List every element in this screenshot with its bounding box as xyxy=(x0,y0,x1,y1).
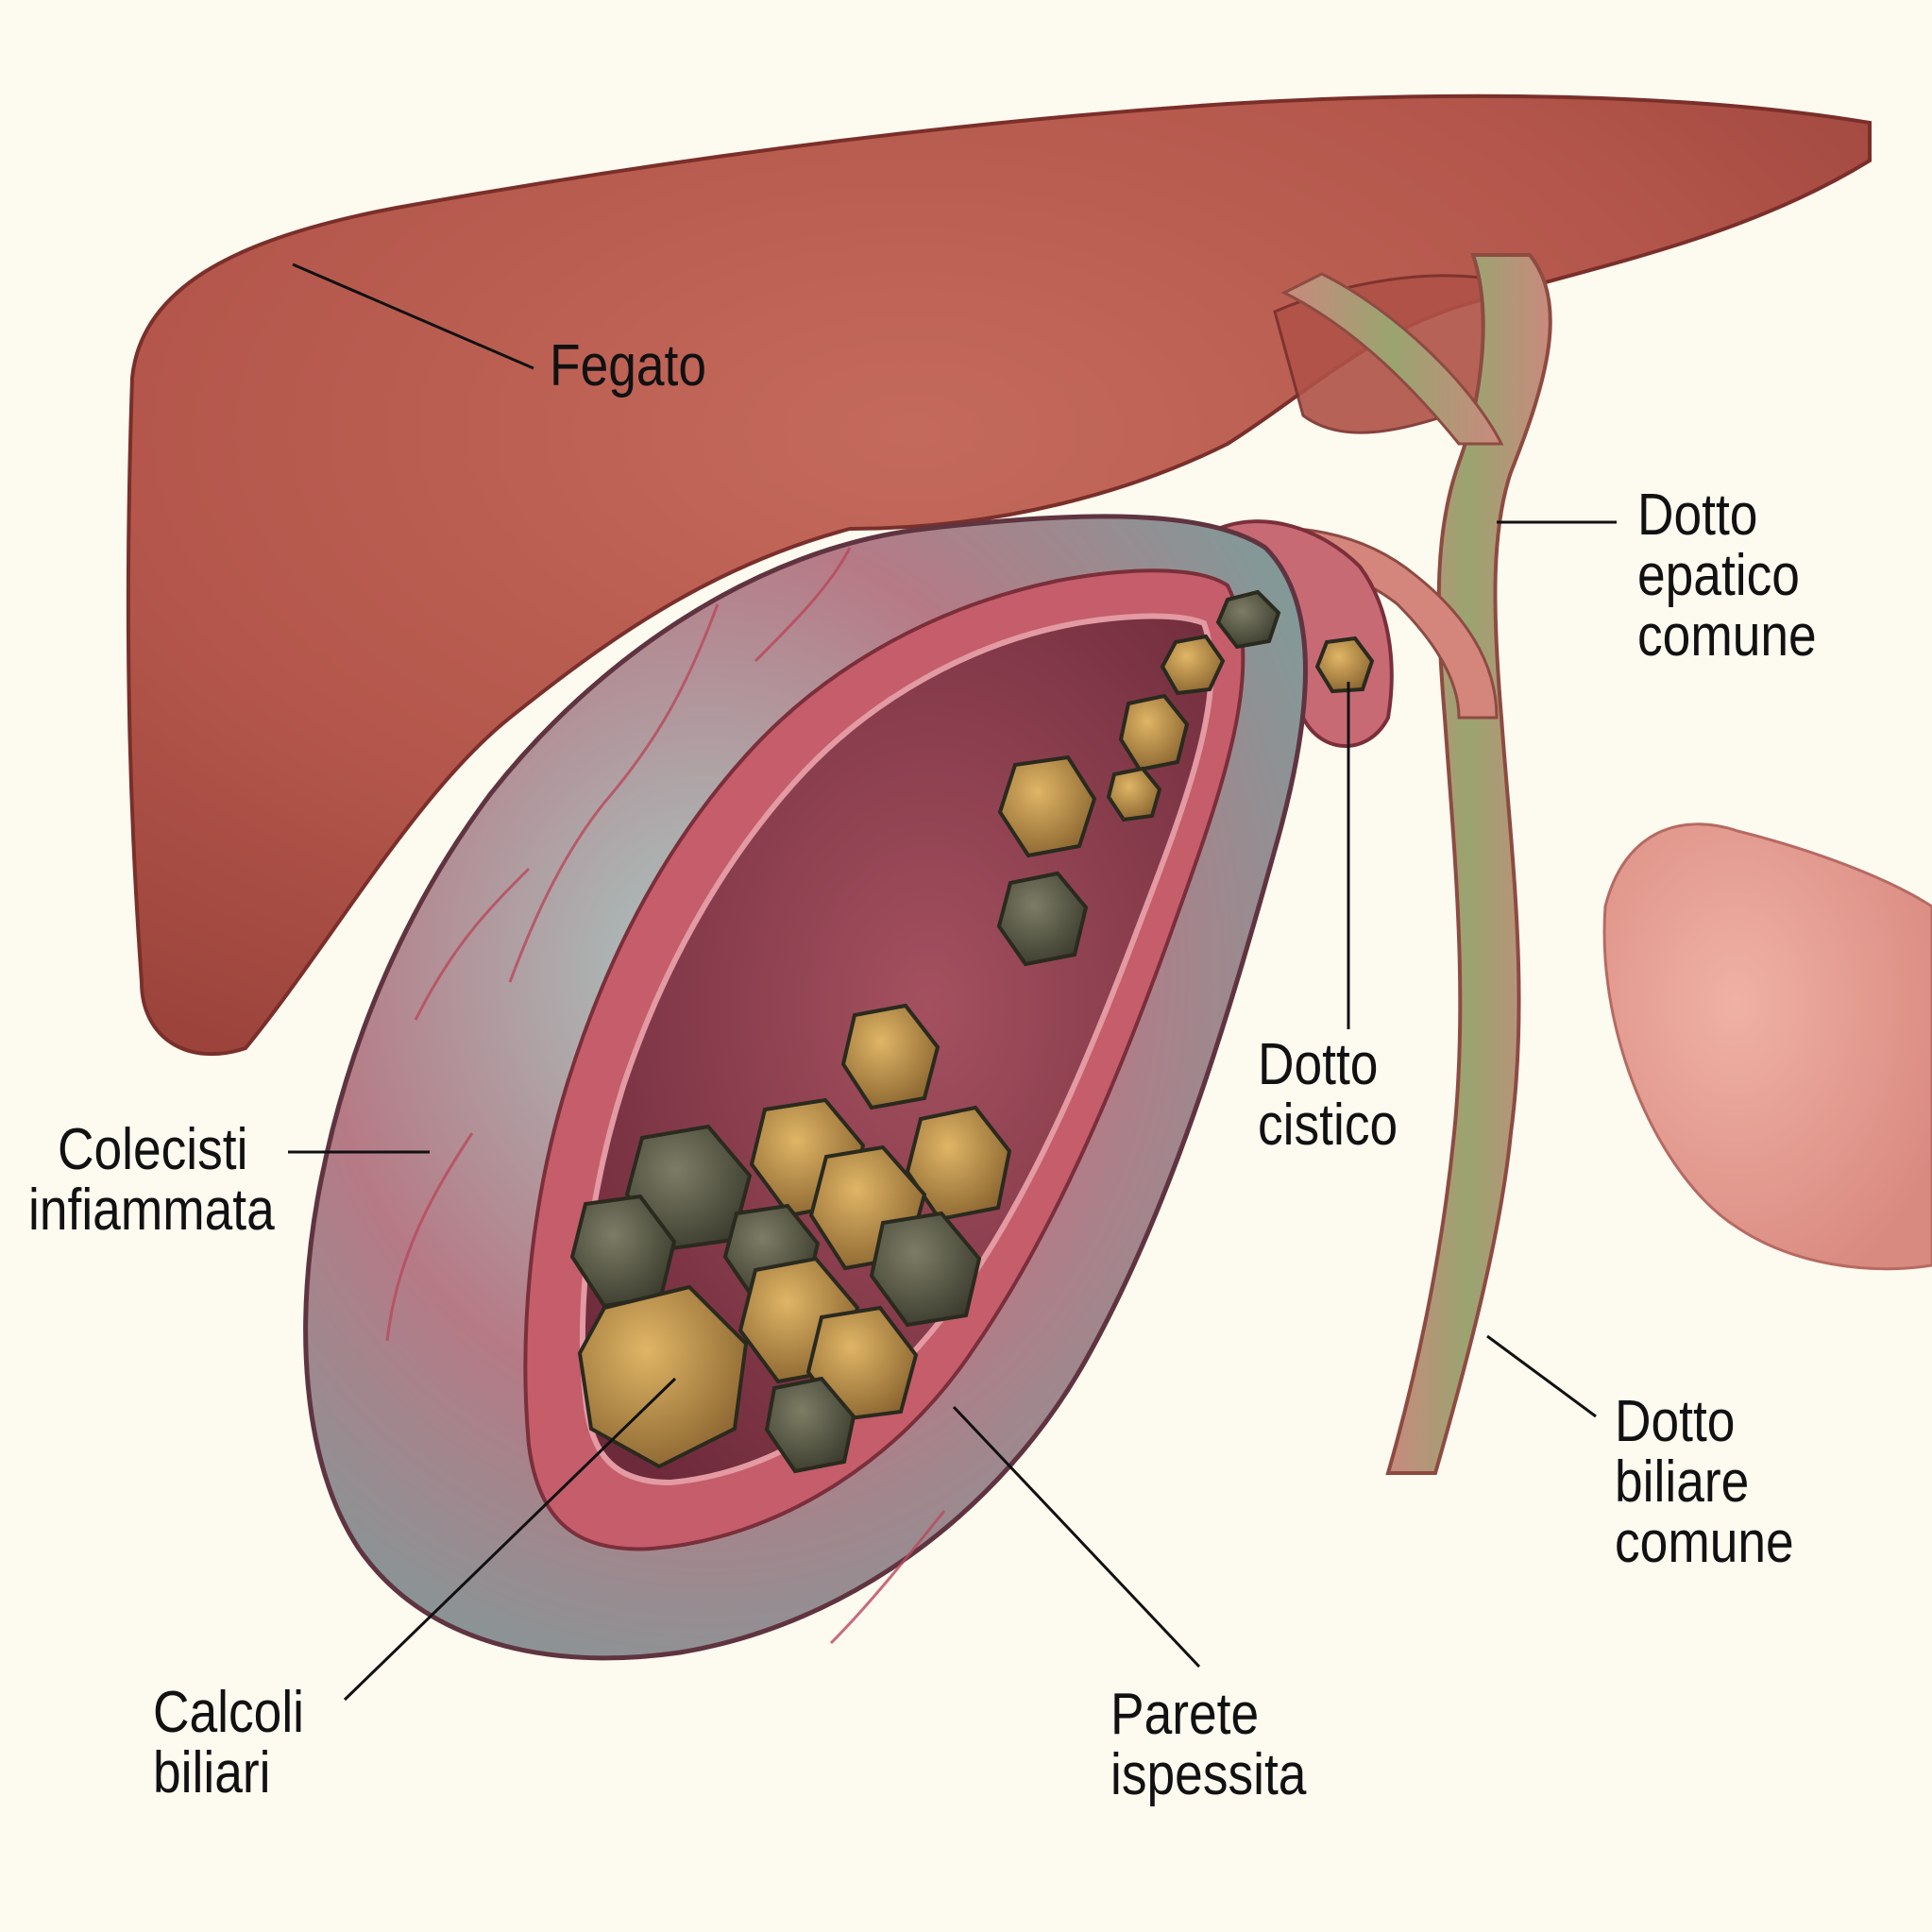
label-thickened-wall-line-1: Parete xyxy=(1110,1682,1260,1747)
label-inflamed-gallbladder: Colecisti infiammata xyxy=(28,1120,288,1241)
label-inflamed-gallbladder-line-1: Colecisti xyxy=(57,1117,248,1182)
leader-bile-duct xyxy=(1486,1334,1597,1418)
leader-liver xyxy=(292,263,534,370)
hepatic-branch-shape xyxy=(1280,272,1504,446)
label-cystic-duct-line-2: cistico xyxy=(1258,1093,1398,1158)
pancreas-shape xyxy=(1602,822,1932,1271)
surface-vessels xyxy=(385,547,946,1645)
label-bile-duct-line-1: Dotto xyxy=(1615,1389,1736,1454)
label-hepatic-duct: Dotto epatico comune xyxy=(1637,485,1817,667)
label-cystic-duct: Dotto cistico xyxy=(1258,1035,1398,1156)
label-gallstones-line-2: biliari xyxy=(153,1740,271,1805)
label-inflamed-gallbladder-line-2: infiammata xyxy=(28,1178,275,1243)
label-bile-duct-line-2: biliare xyxy=(1615,1449,1750,1515)
label-hepatic-duct-line-2: epatico xyxy=(1637,543,1800,608)
gallstones-group xyxy=(569,589,1375,1474)
leader-thickened-wall xyxy=(952,1405,1201,1669)
common-bile-duct-shape xyxy=(1385,253,1552,1475)
label-hepatic-duct-line-3: comune xyxy=(1637,603,1817,669)
label-gallstones: Calcoli biliari xyxy=(153,1683,304,1804)
leader-lines xyxy=(288,263,1617,1702)
label-thickened-wall-line-2: ispessita xyxy=(1110,1742,1307,1807)
label-bile-duct: Dotto biliare comune xyxy=(1615,1392,1794,1573)
leader-gallstones xyxy=(343,1377,677,1702)
label-thickened-wall: Parete ispessita xyxy=(1110,1685,1306,1805)
label-liver-line-1: Fegato xyxy=(550,333,707,398)
label-bile-duct-line-3: comune xyxy=(1615,1510,1794,1575)
label-hepatic-duct-line-1: Dotto xyxy=(1637,483,1758,548)
label-cystic-duct-line-1: Dotto xyxy=(1258,1032,1379,1097)
label-gallstones-line-1: Calcoli xyxy=(153,1680,305,1745)
label-liver: Fegato xyxy=(550,336,706,397)
